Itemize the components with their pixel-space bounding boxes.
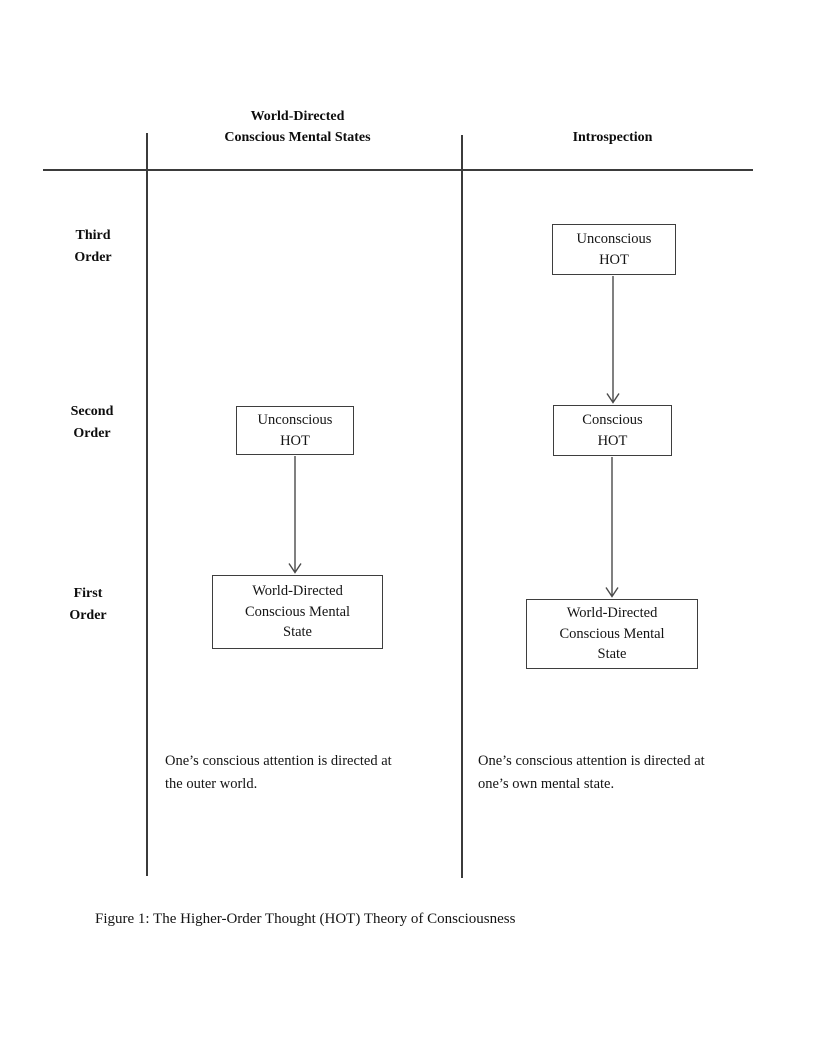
- column-divider-left: [146, 133, 148, 876]
- header-rule-line: [43, 169, 753, 171]
- note-introspection: One’s conscious attention is directed at…: [478, 753, 705, 792]
- row-label-first-order: First Order: [69, 586, 107, 623]
- figure-caption: Figure 1: The Higher-Order Thought (HOT)…: [95, 911, 516, 927]
- box-unconscious-hot-world-directed: Unconscious HOT: [236, 406, 354, 455]
- box-world-directed-state-right: World-Directed Conscious Mental State: [526, 599, 698, 669]
- column-header-introspection: Introspection: [572, 130, 653, 145]
- note-world-directed: One’s conscious attention is directed at…: [165, 753, 392, 792]
- column-divider-right: [461, 135, 463, 878]
- row-label-second-order: Second Order: [70, 404, 114, 441]
- box-world-directed-state-left: World-Directed Conscious Mental State: [212, 575, 383, 649]
- box-unconscious-hot-introspection: Unconscious HOT: [552, 224, 676, 275]
- box-conscious-hot: Conscious HOT: [553, 405, 672, 456]
- row-label-third-order: Third Order: [74, 228, 112, 265]
- column-header-world-directed: World-Directed Conscious Mental States: [224, 109, 371, 145]
- arrow-unconscious-hot-to-conscious-hot: [606, 276, 620, 404]
- arrow-conscious-hot-to-world-directed-state: [605, 457, 619, 598]
- arrow-unconscious-hot-to-world-directed-state: [288, 456, 302, 574]
